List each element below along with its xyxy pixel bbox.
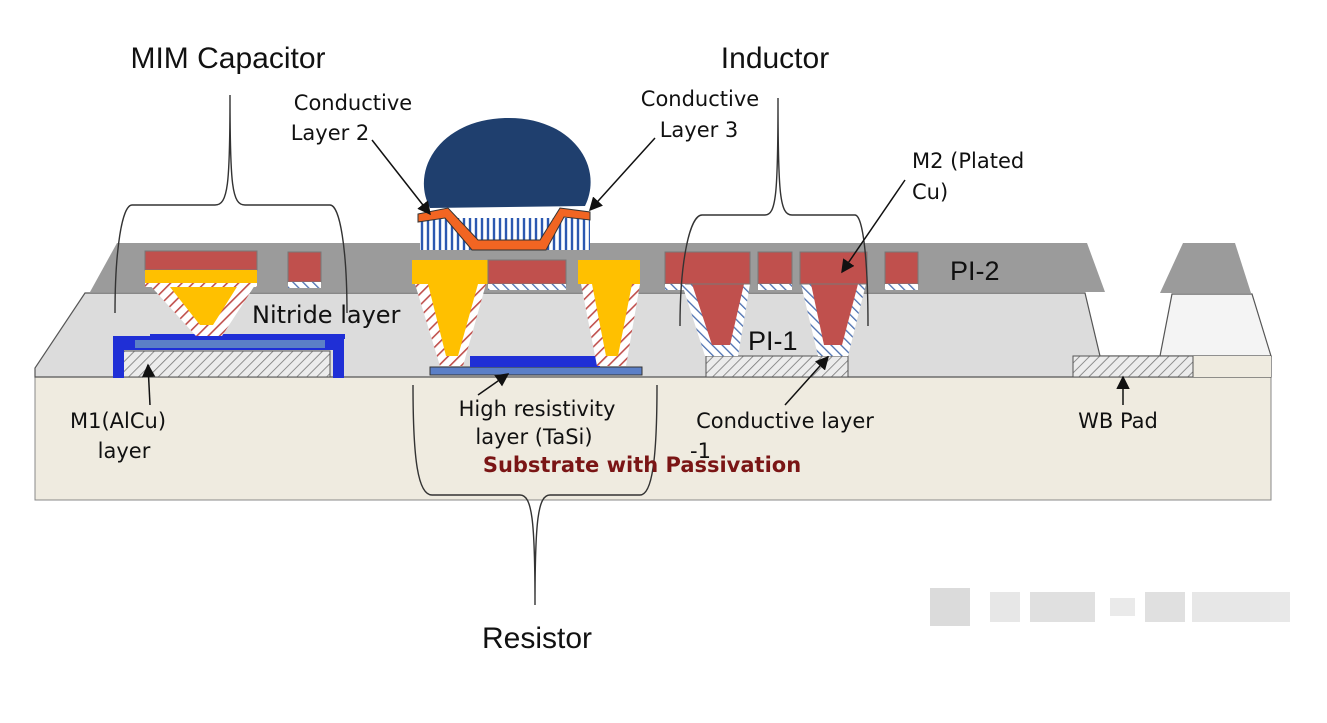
inductor-left-via-cu (692, 284, 744, 345)
inductor-cu-1 (664, 251, 751, 285)
tasi-resistor-layer (429, 366, 643, 376)
substrate-label: Substrate with Passivation (483, 453, 801, 477)
conductive-layer-2-line1: Conductive (294, 91, 412, 115)
conductive-layer-3-line2: Layer 3 (660, 118, 739, 142)
pi2-label: PI-2 (950, 256, 1000, 286)
mim-small-cu (287, 251, 322, 283)
watermark (930, 588, 1290, 626)
high-resistivity-line1: High resistivity (459, 397, 616, 421)
pi1-right-block (1159, 293, 1272, 357)
m2-plated-cu-line1: M2 (Plated (912, 149, 1024, 173)
pi2-right-block (1160, 243, 1251, 293)
inductor-brace (679, 97, 869, 327)
mim-m2-top (144, 250, 258, 271)
right-via-gold (592, 284, 632, 356)
inductor-cu-3 (799, 251, 868, 285)
resistor-brace (412, 384, 658, 606)
right-via-top-gold (578, 260, 640, 284)
inductor-mid-via-cu (811, 284, 858, 345)
wb-pad (1072, 355, 1194, 378)
wb-pad-label: WB Pad (1078, 409, 1158, 433)
nitride-layer-label: Nitride layer (252, 301, 401, 329)
m1-alcu-line2: layer (98, 439, 151, 463)
conductive-layer-1-line1: Conductive layer (696, 409, 874, 433)
m1-alcu-line1: M1(AlCu) (70, 409, 166, 433)
solder-bump (423, 117, 591, 208)
mim-via-gold (166, 282, 240, 325)
left-via-top-gold (412, 260, 488, 284)
pi1-label: PI-1 (748, 326, 798, 356)
inductor-cu-4 (884, 251, 919, 285)
conductive-layer-1-pad (705, 355, 849, 378)
conductive-layer-1-line2: -1 (690, 439, 711, 463)
mim-capacitor-title: MIM Capacitor (130, 42, 325, 75)
resistor-blue-metal (470, 356, 600, 367)
mim-gold-layer (145, 270, 257, 283)
mim-brace (114, 94, 348, 314)
inductor-title: Inductor (721, 42, 829, 75)
center-cu-bar (487, 259, 567, 285)
conductive-layer-orange (417, 207, 591, 251)
high-resistivity-line2: layer (TaSi) (475, 425, 592, 449)
m1-alcu-hatch (121, 350, 331, 378)
left-via-gold (428, 284, 478, 356)
conductive-layer-2-line2: Layer 2 (291, 121, 370, 145)
substrate (34, 376, 1272, 501)
inductor-cu-2 (757, 251, 793, 285)
m2-plated-cu-line2: Cu) (912, 180, 948, 204)
conductive-layer-3-line1: Conductive (641, 87, 759, 111)
resistor-title: Resistor (482, 622, 592, 655)
